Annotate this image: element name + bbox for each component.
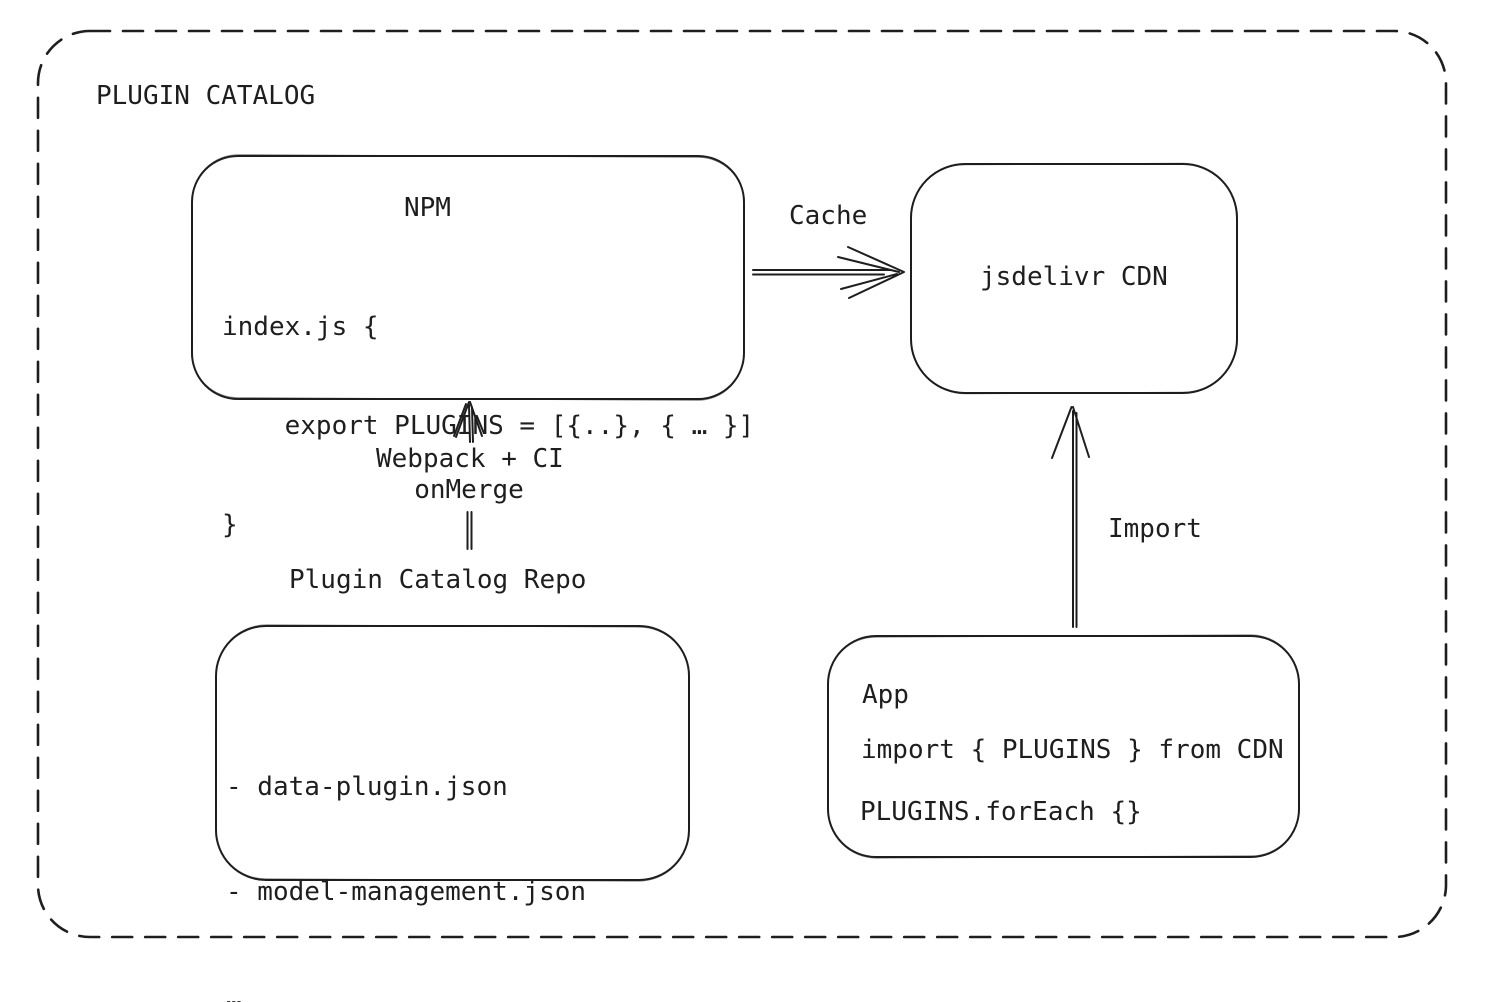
repo-file-item: - data-plugin.json <box>226 772 508 802</box>
repo-file-list: - data-plugin.json - model-management.js… <box>226 700 586 1002</box>
cdn-node-box-sketch-stroke <box>910 162 1238 395</box>
build-arrow-connector <box>466 511 473 550</box>
npm-code-line: index.js { <box>222 312 379 342</box>
npm-node-title: NPM <box>404 193 451 223</box>
catalog-boundary-frame <box>36 29 1448 939</box>
cdn-node-title: jsdelivr CDN <box>980 262 1168 292</box>
build-edge-label: Webpack + CI onMerge <box>376 444 564 505</box>
app-node-box-sketch-stroke <box>827 634 1300 859</box>
app-code-line: import { PLUGINS } from CDN <box>861 735 1284 765</box>
npm-code-line: } <box>222 510 238 540</box>
repo-file-item: - model-management.json <box>226 877 587 907</box>
repo-node-title: Plugin Catalog Repo <box>289 565 587 595</box>
cache-arrow <box>752 246 905 299</box>
npm-code-block: index.js { export PLUGINS = [{..}, { … }… <box>222 245 754 608</box>
repo-file-item: … <box>226 982 242 1002</box>
npm-node-box-sketch-stroke <box>191 154 745 401</box>
diagram-title: PLUGIN CATALOG <box>96 81 316 111</box>
cache-edge-label: Cache <box>789 201 868 231</box>
npm-code-line: export PLUGINS = [{..}, { … }] <box>222 411 755 441</box>
repo-node-box-sketch-stroke <box>214 624 691 882</box>
import-edge-label: Import <box>1108 514 1202 544</box>
import-arrow <box>1051 406 1090 628</box>
build-arrow-head <box>453 401 483 443</box>
app-code-line: PLUGINS.forEach {} <box>860 797 1142 827</box>
app-node-title: App <box>862 680 909 710</box>
